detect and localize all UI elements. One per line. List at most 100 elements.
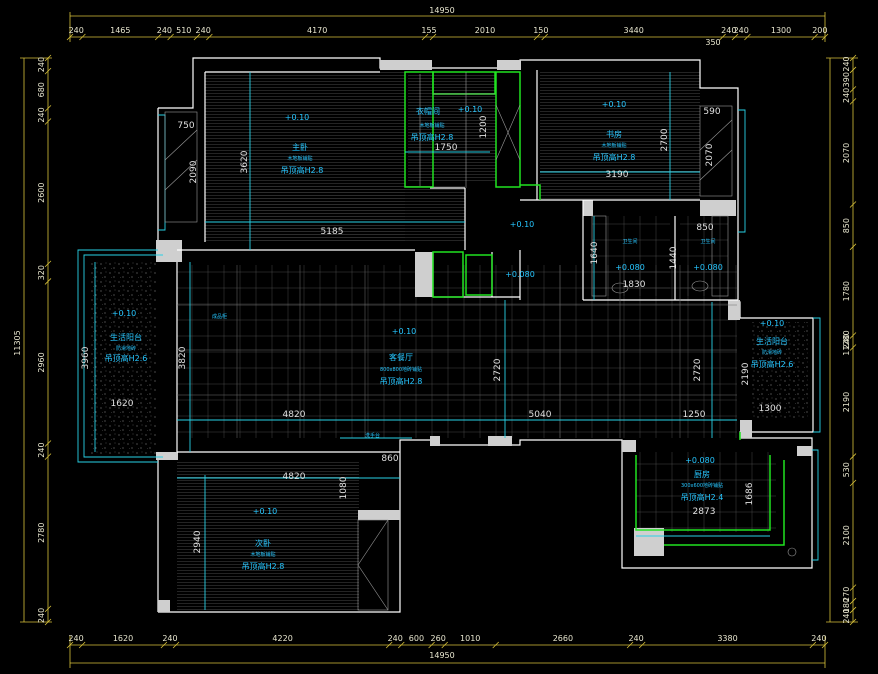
right-dim-value: 240 [842,334,851,349]
right-dim-value: 530 [842,462,851,477]
right-dim-tick [849,479,857,487]
dim-2720-right: 2720 [693,358,703,381]
left-dim-value: 680 [37,82,46,97]
top-dim-tick [66,33,74,41]
bottom-dim-value: 240 [388,634,403,643]
right-dim-value: 850 [842,218,851,233]
dim-1200: 1200 [479,115,489,138]
left-dim-tick [44,278,52,285]
left-dim-value: 240 [37,442,46,457]
name-bedroom2: 次卧 [255,538,271,548]
level-hall: +0.10 [510,220,535,229]
name-master: 主卧 [292,142,308,152]
floor-study: 木地板铺贴 [601,142,626,149]
dim-590: 590 [703,107,720,117]
dim-1640: 1640 [590,241,600,264]
right-dim-value: 390 [842,72,851,87]
name-balcony-r: 生活阳台 [756,336,788,346]
dim-2700: 2700 [660,128,670,151]
name-study: 书房 [606,129,622,139]
bottom-dim-tick [638,641,646,649]
dim-1830: 1830 [623,280,646,290]
top-dim-value: 240 [721,26,736,35]
top-dim-tick [744,33,751,41]
floor-living: 800x800地砖铺贴 [380,366,422,373]
top-dim-tick [821,33,829,41]
room-balcony-left: +0.10 生活阳台 防滑地砖 吊顶高H2.6 [105,309,148,363]
level-balcony-r: +0.10 [760,319,785,328]
top-dim-tick [154,33,162,41]
ceiling-study: 吊顶高H2.8 [593,152,636,162]
right-dim-value: 240 [842,88,851,103]
ceiling-balcony-r: 吊顶高H2.6 [751,359,794,369]
top-dim-tick [79,33,86,41]
level-study: +0.10 [602,100,627,109]
left-dim-tick [44,440,52,447]
bottom-dim-tick [66,641,74,649]
ceiling-kitchen: 吊顶高H2.4 [681,492,724,502]
dim-2873: 2873 [693,507,716,517]
bottom-dim-tick [821,641,829,649]
top-dim-value: 240 [157,26,172,35]
right-dim-tick [849,584,857,591]
right-dim-tick [849,66,857,74]
bottom-dim-tick [172,641,180,649]
bottom-dim-value: 240 [162,634,177,643]
top-dim-value: 3440 [623,26,643,35]
level-balcony-l: +0.10 [112,309,137,318]
dim-1620: 1620 [111,399,134,409]
dim-850: 850 [696,223,713,233]
room-balcony-right: +0.10 生活阳台 防滑地砖 吊顶高H2.6 [751,319,794,369]
top-dim-value: 240 [196,26,211,35]
dim-750: 750 [177,121,194,131]
living-grid [177,265,737,438]
bottom-dim-tick [398,641,405,649]
bottom-dim-value: 1620 [113,634,133,643]
right-dim-tick [849,606,857,614]
top-dim-value: 155 [421,26,436,35]
dim-1440: 1440 [669,246,679,269]
dim-1250: 1250 [683,410,706,420]
bottom-dim-value: 3380 [717,634,737,643]
level-bath1: +0.080 [615,263,645,272]
left-dim-value: 2600 [37,183,46,203]
top-dim-tick [811,33,818,41]
name-balcony-l: 生活阳台 [110,332,142,342]
room-cloak: 衣帽间 +0.10 木地板铺贴 吊顶高H2.8 [411,105,483,142]
dim-3620: 3620 [240,150,250,173]
dim-4820-living: 4820 [283,410,306,420]
overall-height-left: 11305 [13,330,22,355]
right-dim-tick [849,201,857,208]
ceiling-master: 吊顶高H2.8 [281,165,324,175]
dim-3820: 3820 [178,346,188,369]
ceiling-cloak: 吊顶高H2.8 [411,132,454,142]
top-extra-dim: 350 [705,38,720,47]
bottom-dim-tick [809,641,817,649]
note-sink: 洗手台 [365,432,380,439]
dim-1750: 1750 [435,143,458,153]
level-cloak: +0.10 [458,105,483,114]
dim-860: 860 [381,454,398,464]
bottom-dim-value: 1010 [460,634,480,643]
inner-dimension-lines [94,72,770,610]
room-living: +0.10 客餐厅 800x800地砖铺贴 吊顶高H2.8 [380,327,423,386]
bottom-dim-tick [441,641,449,649]
right-dim-tick [849,453,857,460]
right-dim-value: 180 [842,598,851,613]
left-dim-tick [44,453,52,460]
right-dim-value: 240 [842,608,851,623]
dim-2070: 2070 [705,143,715,166]
level-master: +0.10 [285,113,310,122]
overall-height-right: 11280 [842,330,851,355]
right-dim-tick [849,332,857,339]
fixtures [164,72,797,611]
right-dim-tick [849,597,857,605]
bottom-dim-value: 600 [409,634,424,643]
dim-2940: 2940 [193,530,203,553]
right-dim-tick [849,86,857,93]
room-master: +0.10 主卧 木地板铺贴 吊顶高H2.8 [281,113,324,175]
level-cabinet: +0.080 [505,270,535,279]
top-dim-value: 510 [176,26,191,35]
left-dim-value: 2780 [37,523,46,543]
